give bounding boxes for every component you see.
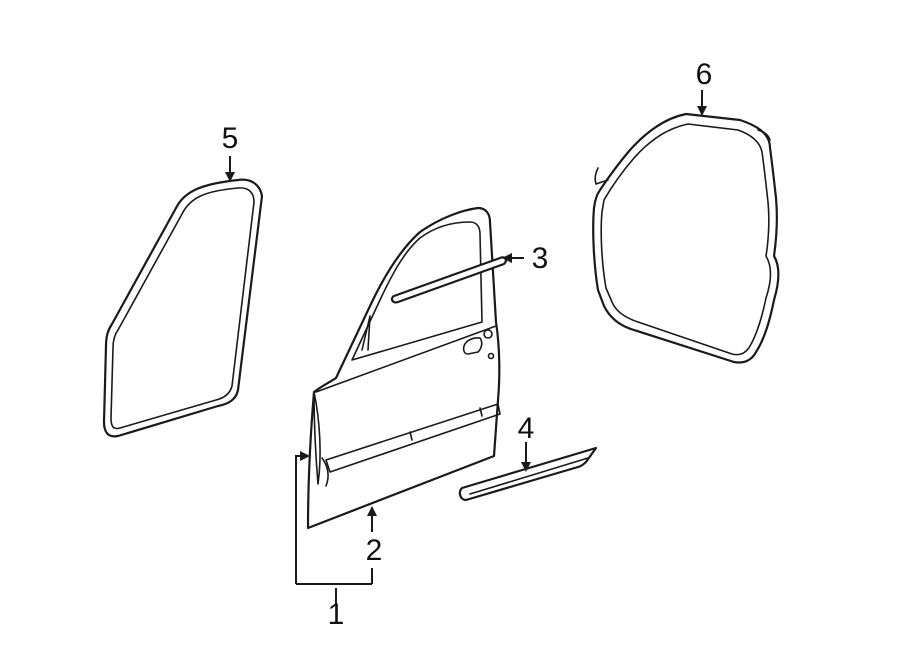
callout-4: 4 bbox=[518, 412, 535, 445]
part-2-door-shell[interactable] bbox=[306, 206, 501, 530]
part-4-lower-molding[interactable] bbox=[458, 446, 598, 502]
callout-6: 6 bbox=[696, 58, 713, 91]
part-6-body-seal[interactable] bbox=[592, 112, 780, 364]
callout-5: 5 bbox=[222, 122, 239, 155]
callout-3: 3 bbox=[532, 242, 549, 275]
callout-1-leader bbox=[295, 451, 373, 604]
callout-1: 1 bbox=[328, 598, 345, 631]
part-5-seal[interactable] bbox=[102, 178, 264, 438]
callout-2: 2 bbox=[366, 534, 383, 567]
